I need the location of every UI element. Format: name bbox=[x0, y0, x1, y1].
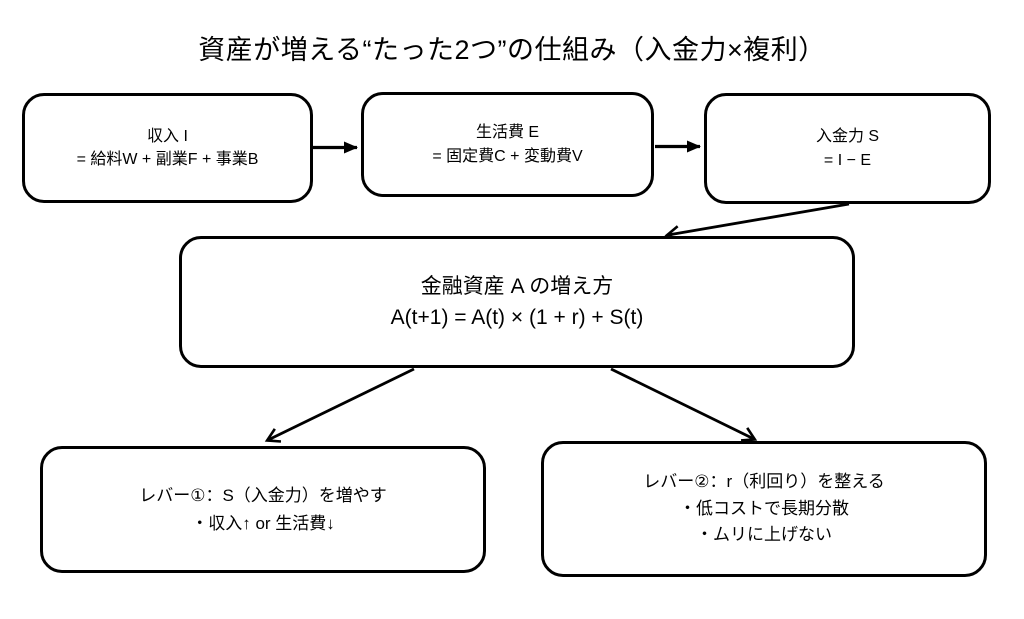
node-lever1-title: レバー①：S（入金力）を増やす bbox=[139, 486, 387, 506]
node-savings: 入金力 S = I − E bbox=[704, 93, 991, 204]
node-income-formula: = 給料W + 副業F + 事業B bbox=[76, 151, 259, 168]
node-income: 収入 I = 給料W + 副業F + 事業B bbox=[22, 93, 313, 203]
node-lever2: レバー②：r（利回り）を整える ・低コストで長期分散 ・ムリに上げない bbox=[541, 441, 987, 577]
node-lever2-bullet2: ・ムリに上げない bbox=[696, 525, 832, 545]
arrow-savings-to-asset bbox=[664, 202, 850, 242]
node-lever2-title: レバー②：r（利回り）を整える bbox=[643, 472, 885, 492]
node-expense: 生活費 E = 固定費C + 変動費V bbox=[361, 92, 654, 197]
node-income-title: 収入 I bbox=[147, 127, 188, 145]
node-expense-title: 生活費 E bbox=[475, 124, 540, 142]
node-lever1: レバー①：S（入金力）を増やす ・収入↑ or 生活費↓ bbox=[40, 446, 486, 573]
node-asset-formula: A(t+1) = A(t) × (1 + r) + S(t) bbox=[390, 306, 644, 329]
node-expense-formula: = 固定費C + 変動費V bbox=[432, 147, 583, 165]
arrow-asset-to-lever1 bbox=[264, 367, 415, 443]
node-lever2-bullet1: ・低コストで長期分散 bbox=[679, 498, 849, 518]
node-asset-growth: 金融資産 A の増え方 A(t+1) = A(t) × (1 + r) + S(… bbox=[179, 236, 855, 368]
diagram-title: 資産が増える“たった2つ”の仕組み（入金力×複利） bbox=[198, 35, 826, 65]
node-savings-title: 入金力 S bbox=[815, 128, 880, 146]
arrow-asset-to-lever2 bbox=[610, 367, 758, 442]
node-savings-formula: = I − E bbox=[823, 151, 872, 169]
node-asset-title: 金融資産 A の増え方 bbox=[420, 274, 614, 298]
node-lever1-bullet1: ・収入↑ or 生活費↓ bbox=[191, 513, 335, 533]
